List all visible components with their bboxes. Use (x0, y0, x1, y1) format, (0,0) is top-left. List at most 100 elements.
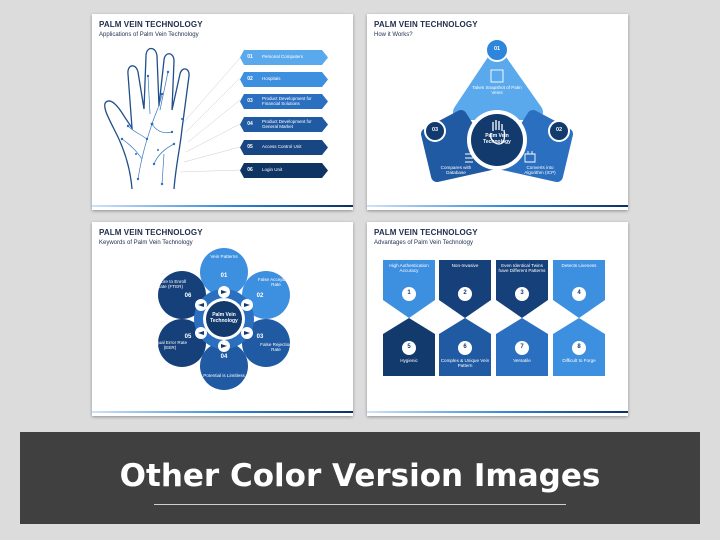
step-label-03: Compares with Database (440, 165, 472, 176)
number-badge (572, 341, 586, 355)
advantage-number-3: 3 (520, 290, 524, 296)
step-badge-02 (548, 120, 570, 142)
arrow-shape (240, 140, 328, 155)
banner-divider (154, 504, 566, 505)
advantage-label-5: Hygienic (400, 358, 418, 363)
slide-title: PALM VEIN TECHNOLOGY (374, 20, 478, 29)
item-label: Product Development for Financial Soluti… (262, 95, 312, 106)
step-label-02: Converts into Algorithm (ICP) (524, 165, 556, 176)
arrow-icon (244, 331, 250, 335)
slide-title: PALM VEIN TECHNOLOGY (99, 228, 203, 237)
slide-thumbnail-how-it-works[interactable]: PALM VEIN TECHNOLOGY How it Works? 01 02… (367, 14, 628, 210)
item-number: 03 (247, 98, 253, 104)
step-badge-01 (485, 38, 509, 62)
step-number-01: 01 (493, 46, 501, 52)
other-color-versions-banner: Other Color Version Images (20, 432, 700, 524)
number-badge (515, 341, 529, 355)
advantage-label-3: Even Identical Twins have Different Patt… (498, 263, 546, 274)
advantage-label-1: High Authentication Accuracy (389, 263, 429, 274)
application-item-05: 05 Access Control Unit (240, 140, 328, 155)
scan-icon (490, 69, 504, 83)
database-icon (465, 153, 473, 163)
center-label: Palm Vein Technology (483, 133, 511, 145)
number-badge (402, 287, 416, 301)
keyword-label-03: False Rejection Rate (260, 342, 292, 353)
item-number: 05 (247, 144, 253, 150)
center-label: Palm Vein Technology (210, 312, 238, 324)
item-label: Hospitals (262, 76, 281, 82)
process-cycle-diagram (421, 38, 573, 182)
item-number: 01 (247, 54, 253, 60)
item-number: 02 (247, 76, 253, 82)
number-badge (515, 287, 529, 301)
advantage-number-4: 4 (577, 290, 581, 296)
petal-06 (158, 271, 206, 319)
keyword-number-01: 01 (220, 273, 228, 279)
petal-01 (200, 248, 248, 296)
keyword-label-04: Potential is Limitless (203, 373, 245, 378)
algorithm-icon (524, 151, 536, 163)
keyword-label-06: Failure to Enroll Rate (FTER) (153, 279, 187, 290)
keyword-label-02: False Acceptance Rate (257, 277, 295, 288)
advantages-pentagon-grid (383, 260, 605, 376)
item-label: Login Unit (262, 167, 283, 173)
petal-03 (242, 319, 290, 367)
slide-title: PALM VEIN TECHNOLOGY (99, 20, 203, 29)
slide-subtitle: How it Works? (374, 32, 413, 38)
advantage-number-2: 2 (463, 290, 467, 296)
advantage-number-1: 1 (407, 290, 411, 296)
slide-thumbnail-keywords[interactable]: PALM VEIN TECHNOLOGY Keywords of Palm Ve… (92, 222, 353, 416)
advantage-label-4: Detects Liveness (561, 263, 597, 268)
slide-thumbnail-applications[interactable]: PALM VEIN TECHNOLOGY Applications of Pal… (92, 14, 353, 210)
step-number-03: 03 (431, 127, 439, 133)
keyword-flower-diagram (158, 248, 290, 390)
slide-title: PALM VEIN TECHNOLOGY (374, 228, 478, 237)
keyword-number-05: 05 (184, 334, 192, 340)
advantage-number-5: 5 (407, 344, 411, 350)
slide-subtitle: Applications of Palm Vein Technology (99, 32, 199, 38)
slide-subtitle: Keywords of Palm Vein Technology (99, 240, 193, 246)
arrow-shape (240, 163, 328, 178)
advantage-number-6: 6 (463, 344, 467, 350)
advantage-number-7: 7 (520, 344, 524, 350)
item-label: Access Control Unit (262, 144, 302, 150)
center-circle (471, 114, 523, 166)
arrow-shape (240, 94, 328, 109)
arrow-icon (221, 290, 227, 294)
arrow-shape (240, 50, 328, 65)
advantage-label-8: Difficult to Forge (562, 358, 596, 363)
arrow-icon (198, 303, 204, 307)
application-item-02: 02 Hospitals (240, 72, 328, 87)
slide-thumbnail-advantages[interactable]: PALM VEIN TECHNOLOGY Advantages of Palm … (367, 222, 628, 416)
application-item-03: 03 Product Development for Financial Solu… (240, 94, 328, 109)
petal-04 (200, 342, 248, 390)
number-badge (402, 341, 416, 355)
accent-bar (367, 205, 628, 207)
number-badge (458, 341, 472, 355)
keyword-number-02: 02 (256, 293, 264, 299)
accent-bar (92, 411, 353, 413)
advantage-label-6: Complex & Unique Vein Pattern (440, 358, 490, 369)
advantage-number-8: 8 (577, 344, 581, 350)
accent-bar (92, 205, 353, 207)
number-badge (458, 287, 472, 301)
arrow-icon (221, 344, 227, 348)
center-circle (206, 301, 242, 337)
keyword-number-06: 06 (184, 293, 192, 299)
keyword-number-04: 04 (220, 354, 228, 360)
petal-02 (242, 271, 290, 319)
keyword-number-03: 03 (256, 334, 264, 340)
arrow-icon (244, 303, 250, 307)
petal-05 (158, 319, 206, 367)
item-label: Product Development for General Market (262, 118, 312, 129)
accent-bar (367, 411, 628, 413)
keyword-label-01: Vein Patterns (210, 254, 238, 259)
palm-vein-hand-illustration (104, 47, 241, 190)
step-label-01: Takes Snapshot of Palm Veins (472, 85, 522, 96)
arrow-shape (240, 117, 328, 132)
advantage-label-2: Non-Invasive (451, 263, 479, 268)
step-badge-03 (424, 120, 446, 142)
banner-title: Other Color Version Images (119, 458, 601, 494)
